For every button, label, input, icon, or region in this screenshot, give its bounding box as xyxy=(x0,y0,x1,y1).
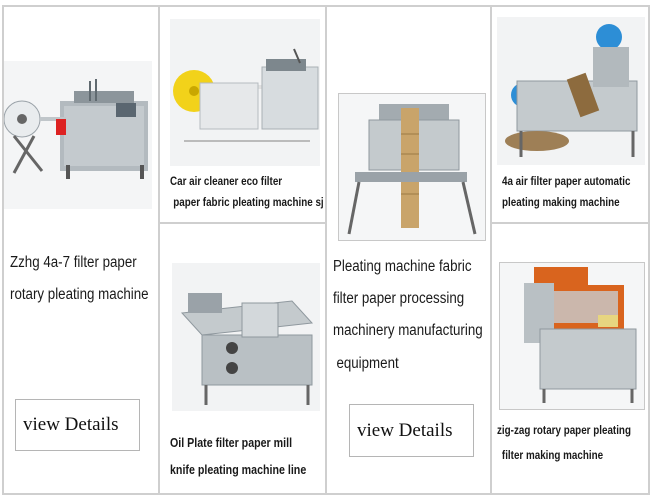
title-line: Oil Plate filter paper mill xyxy=(170,435,293,450)
product-title-6[interactable]: zig-zag rotary paper pleating filter mak… xyxy=(497,418,650,468)
view-details-button[interactable]: view Details xyxy=(15,399,140,451)
title-line: equipment xyxy=(336,354,399,372)
title-line: Pleating machine fabric xyxy=(333,258,472,275)
title-line: Car air cleaner eco filter xyxy=(170,174,283,188)
product-title-4[interactable]: Pleating machine fabric filter paper pro… xyxy=(333,251,492,380)
title-line: filter making machine xyxy=(501,448,604,463)
product-image-eco-filter-pleater[interactable] xyxy=(170,19,320,166)
product-card-car-air-cleaner[interactable]: Car air cleaner eco filter paper fabric … xyxy=(160,7,324,221)
row-divider xyxy=(2,5,650,7)
product-title-2[interactable]: Car air cleaner eco filter paper fabric … xyxy=(170,171,326,213)
column-divider xyxy=(325,5,327,495)
title-line: machinery manufacturing xyxy=(333,322,483,340)
column-divider xyxy=(490,5,492,495)
product-image-air-filter-pleater[interactable] xyxy=(497,17,645,165)
product-card-oil-plate[interactable]: Oil Plate filter paper mill knife pleati… xyxy=(160,225,324,491)
title-line: 4a air filter paper automatic xyxy=(502,174,631,188)
product-card-4a-air-filter[interactable]: 4a air filter paper automatic pleating m… xyxy=(492,7,647,221)
column-divider xyxy=(158,5,160,495)
title-line: rotary pleating machine xyxy=(10,285,149,303)
product-image-zig-zag-pleater[interactable] xyxy=(499,262,645,410)
product-card-zig-zag[interactable]: zig-zag rotary paper pleating filter mak… xyxy=(492,225,647,491)
product-card-pleating-fabric[interactable]: Pleating machine fabric filter paper pro… xyxy=(327,7,489,492)
column-divider xyxy=(648,5,650,495)
row-divider xyxy=(2,493,650,495)
row-divider xyxy=(490,222,650,224)
title-line: zig-zag rotary paper pleating xyxy=(497,423,631,437)
product-title-3[interactable]: Oil Plate filter paper mill knife pleati… xyxy=(170,429,326,484)
product-image-mill-knife-pleater[interactable] xyxy=(172,263,320,411)
product-card-zzhg-4a7[interactable]: Zzhg 4a-7 filter paper rotary pleating m… xyxy=(4,7,157,492)
product-title-1[interactable]: Zzhg 4a-7 filter paper rotary pleating m… xyxy=(10,247,161,311)
product-image-fabric-pleater[interactable] xyxy=(338,93,486,241)
product-image-rotary-pleater[interactable] xyxy=(4,61,152,209)
column-divider xyxy=(2,5,4,495)
title-line: pleating making machine xyxy=(502,195,620,209)
title-line: filter paper processing xyxy=(333,290,465,308)
title-line: knife pleating machine line xyxy=(170,462,307,478)
view-details-button[interactable]: view Details xyxy=(349,404,474,457)
title-line: Zzhg 4a-7 filter paper xyxy=(10,254,137,271)
title-line: paper fabric pleating machine sj xyxy=(173,195,324,209)
product-title-5[interactable]: 4a air filter paper automatic pleating m… xyxy=(502,171,650,213)
row-divider xyxy=(158,222,326,224)
